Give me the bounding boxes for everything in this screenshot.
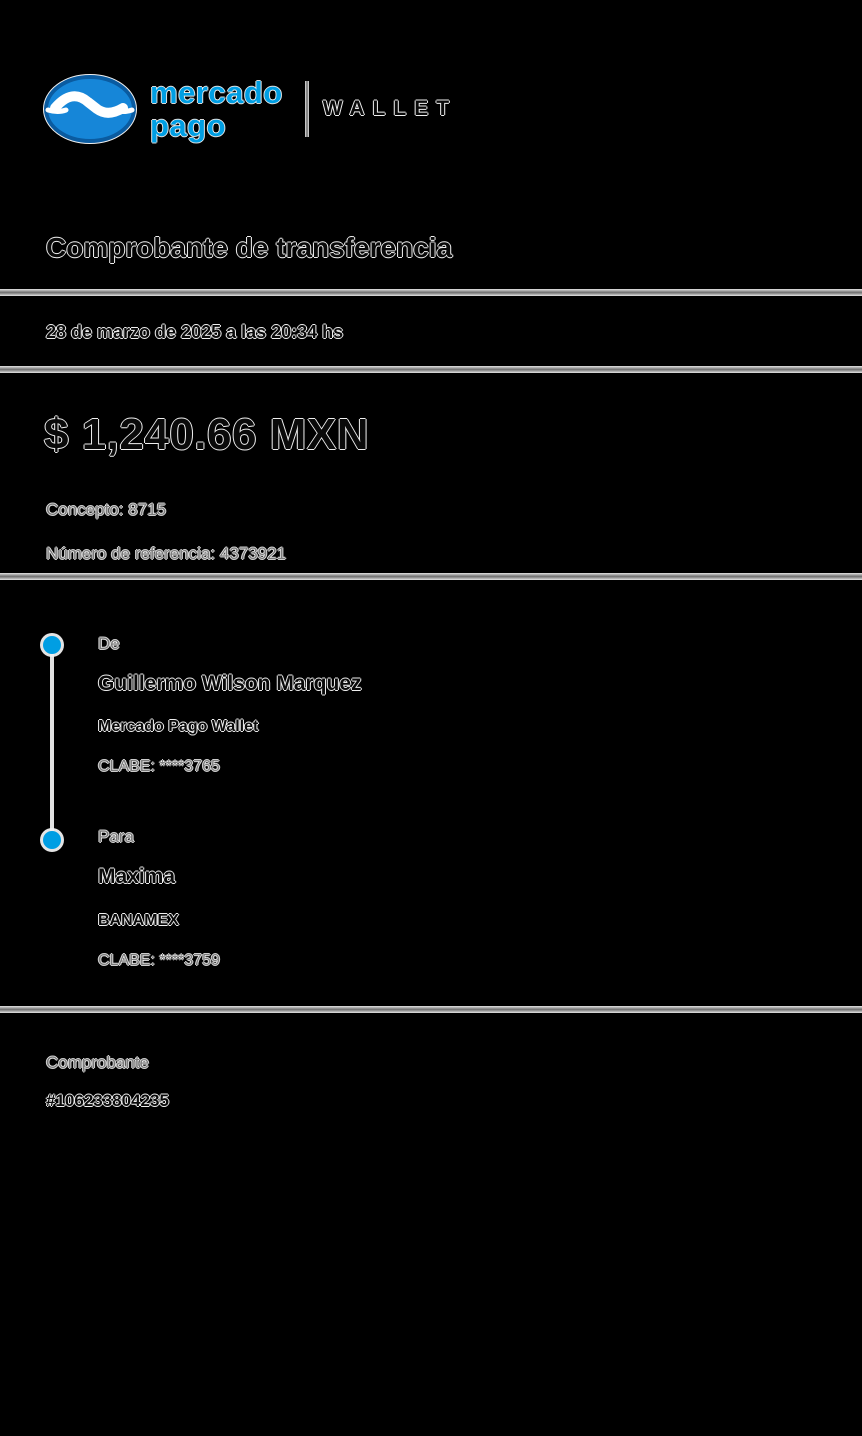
mercado-pago-logo-icon	[42, 72, 138, 146]
sender-entity: Mercado Pago Wallet	[98, 718, 259, 735]
timeline-dot-sender	[43, 636, 61, 654]
transfer-concept: Concepto: 8715	[46, 500, 167, 519]
transfer-amount: $ 1,240.66 MXN	[44, 410, 369, 459]
product-label: WALLET	[322, 97, 458, 120]
recipient-entity: BANAMEX	[98, 912, 179, 929]
header-vertical-divider	[304, 81, 309, 137]
divider	[0, 573, 862, 580]
timeline-connector	[50, 652, 54, 834]
sender-clabe: CLABE: ****3765	[98, 758, 220, 775]
receipt-number: #106233804235	[46, 1091, 169, 1110]
recipient-name: Maxima	[98, 865, 176, 888]
receipt-number-label: Comprobante	[46, 1053, 150, 1072]
brand-wordmark-line2: pago	[150, 108, 227, 143]
sender-label: De	[98, 634, 120, 653]
divider	[0, 1006, 862, 1013]
divider	[0, 289, 862, 296]
header: mercado pago WALLET	[42, 72, 457, 146]
recipient-label: Para	[98, 827, 134, 846]
recipient-clabe: CLABE: ****3759	[98, 952, 220, 969]
transfer-datetime: 28 de marzo de 2025 a las 20:34 hs	[46, 322, 344, 342]
timeline-dot-recipient	[43, 831, 61, 849]
transfer-reference: Número de referencia: 4373921	[46, 544, 287, 563]
brand-wordmark-line1: mercado	[150, 75, 283, 110]
sender-name: Guillermo Wilson Marquez	[98, 672, 362, 695]
brand-wordmark: mercado pago	[150, 76, 283, 142]
divider	[0, 366, 862, 373]
page-title: Comprobante de transferencia	[46, 232, 453, 263]
